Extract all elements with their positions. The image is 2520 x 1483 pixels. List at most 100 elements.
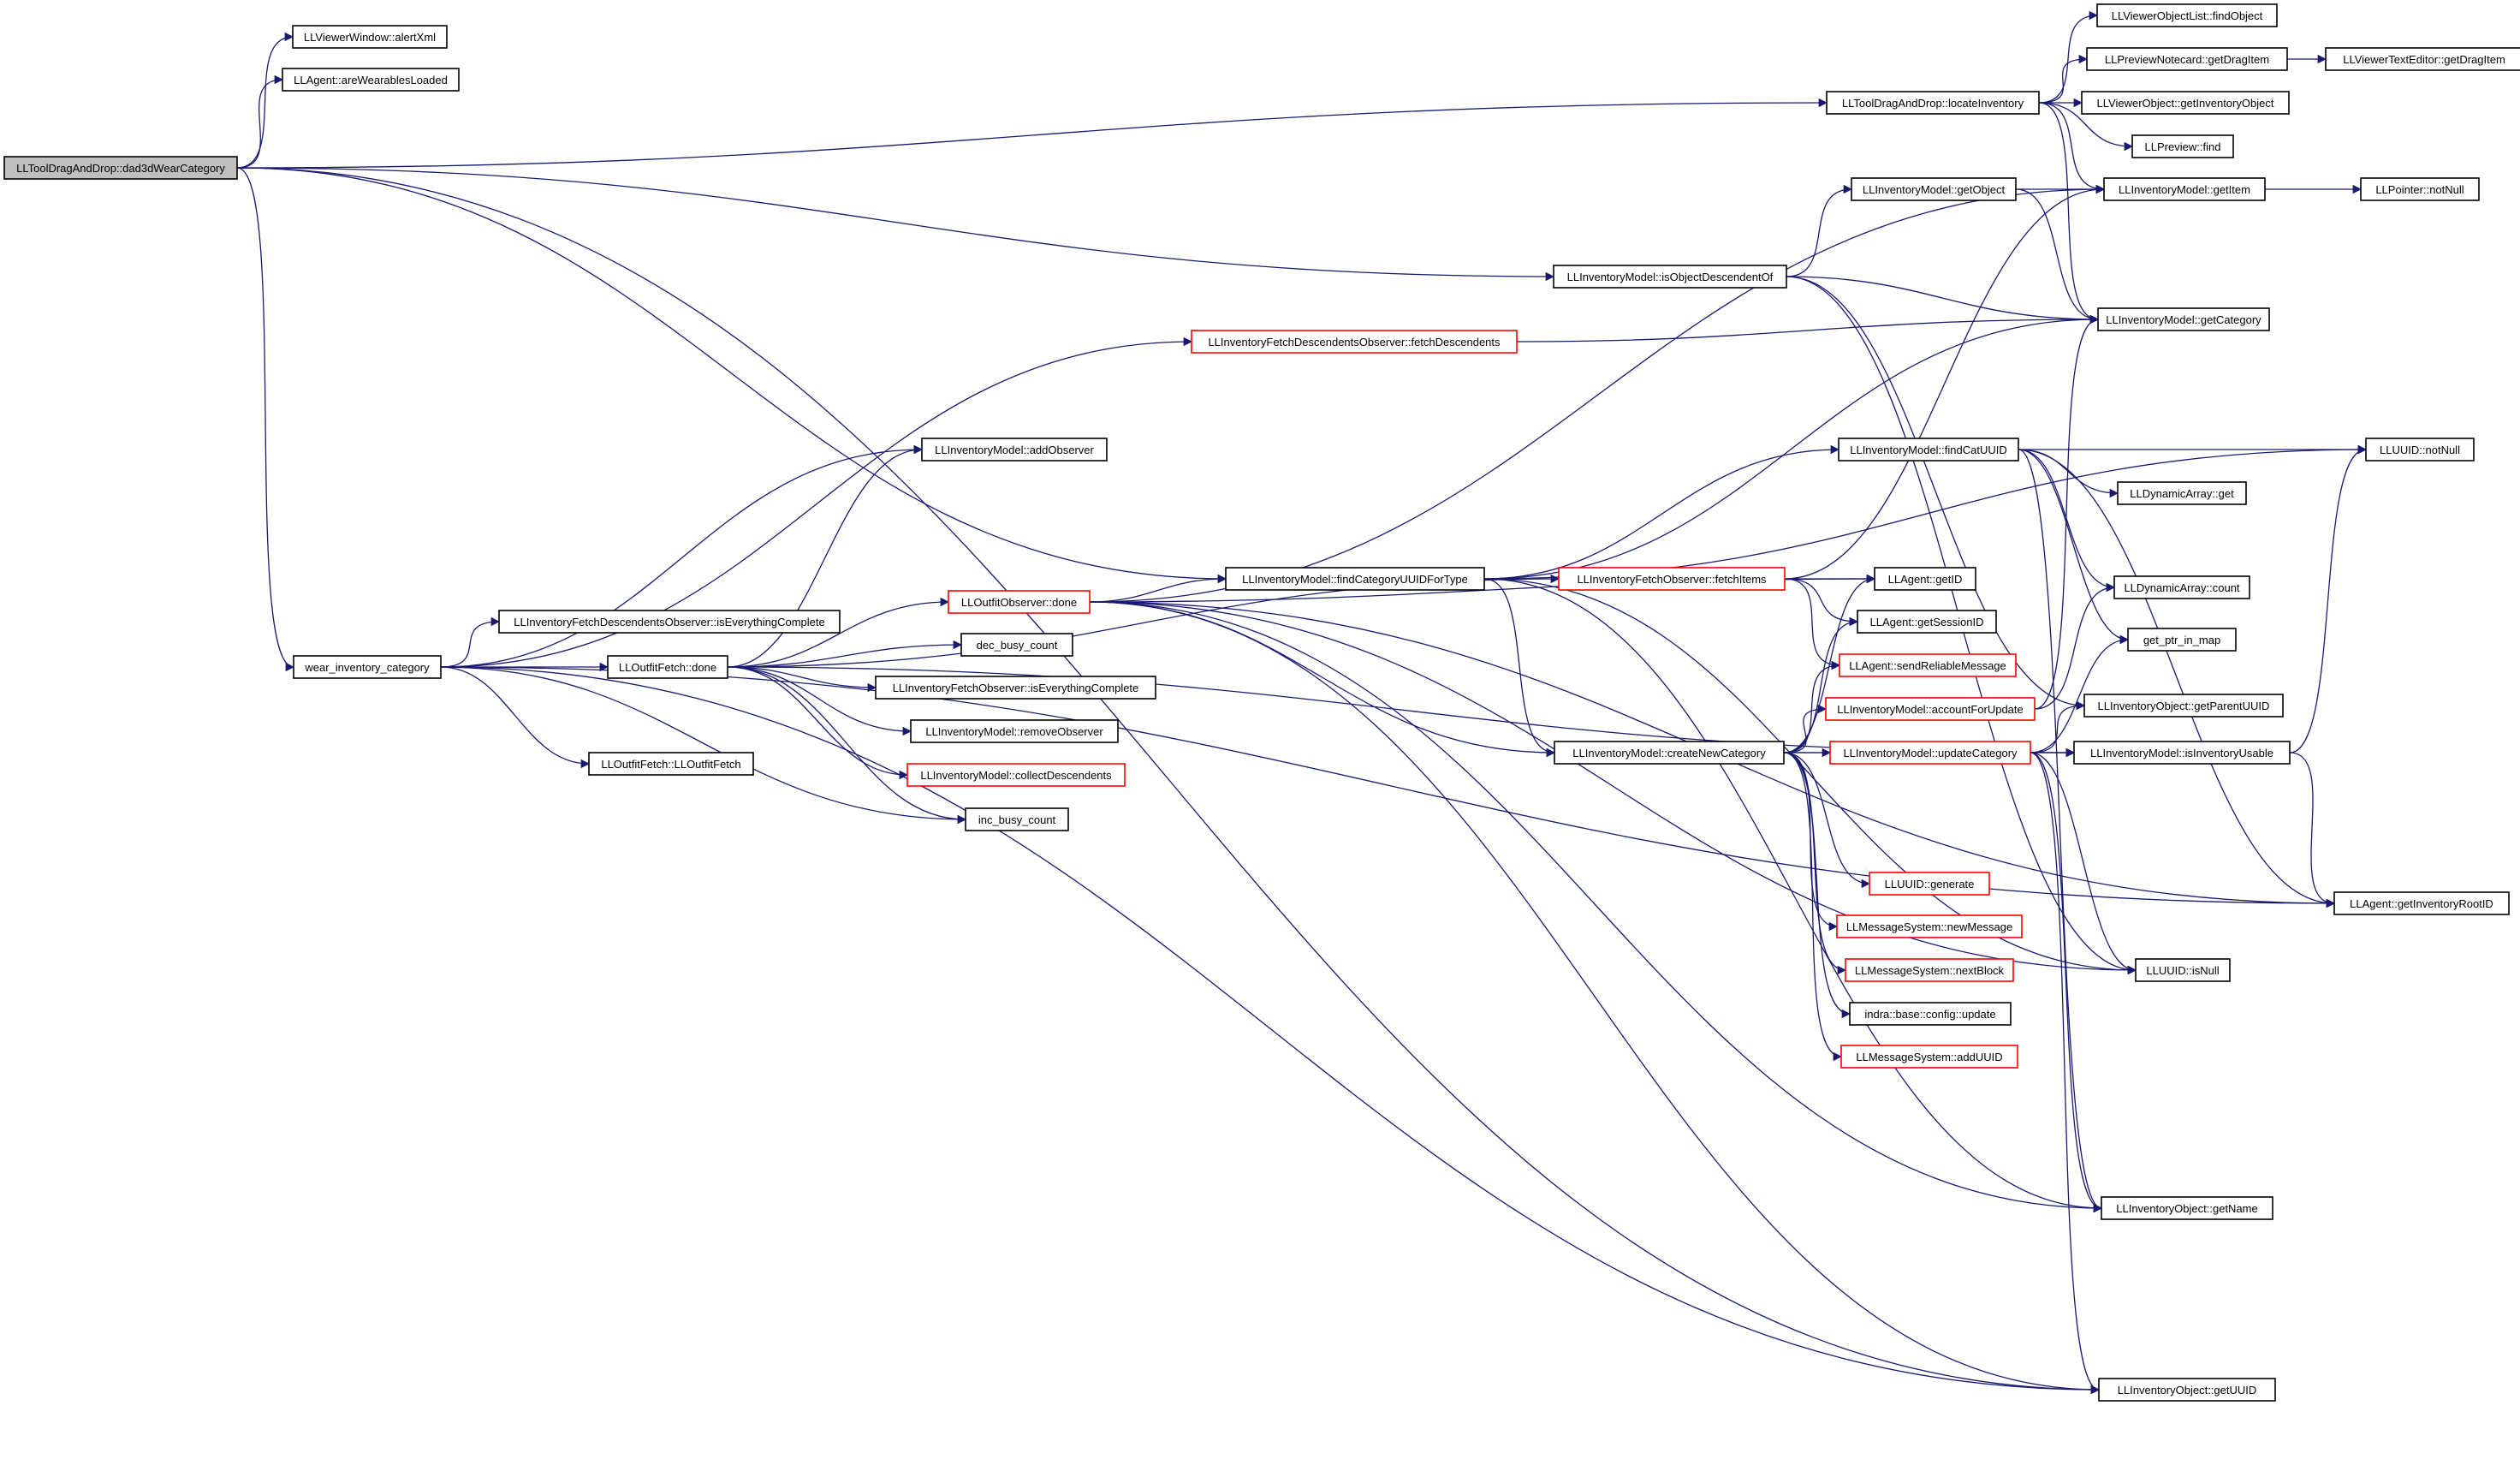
call-edge-wear_inventory_category-to-of_ctor: [440, 666, 591, 769]
call-edge-im_getObject-to-im_getCategory: [2015, 188, 2100, 325]
node-im-addObserver[interactable]: LLInventoryModel::addObserver: [921, 438, 1108, 462]
node-preview-find[interactable]: LLPreview::find: [2131, 134, 2234, 158]
node-im-createNewCategory[interactable]: LLInventoryModel::createNewCategory: [1554, 741, 1785, 765]
node-agent-getInventoryRootID[interactable]: LLAgent::getInventoryRootID: [2333, 891, 2510, 915]
call-edge-of_done-to-im_removeObserver: [727, 666, 912, 736]
node-box: [1836, 914, 2023, 938]
node-wear-inventory-category[interactable]: wear_inventory_category: [293, 655, 442, 679]
node-label: LLInventoryModel::createNewCategory: [1572, 747, 1766, 759]
node-ms-addUUID[interactable]: LLMessageSystem::addUUID: [1840, 1045, 2018, 1069]
call-edge-im_findCatUUID-to-agent_getInventoryRootID: [2018, 449, 2336, 908]
node-label: LLToolDragAndDrop::locateInventory: [1842, 97, 2024, 110]
node-label: indra::base::config::update: [1864, 1008, 1995, 1021]
call-edge-im_createNewCategory-to-ms_addUUID: [1783, 752, 1843, 1062]
call-edge-wear_inventory_category-to-ifdo_fetchDescendents: [440, 337, 1193, 668]
node-label: LLOutfitFetch::done: [619, 661, 716, 674]
node-im-isObjectDescendentOf[interactable]: LLInventoryModel::isObjectDescendentOf: [1553, 265, 1787, 289]
node-label: LLInventoryModel::addObserver: [935, 444, 1094, 456]
node-agent-getID[interactable]: LLAgent::getID: [1874, 567, 1976, 591]
node-box: [1554, 741, 1785, 765]
node-io-getUUID[interactable]: LLInventoryObject::getUUID: [2098, 1378, 2276, 1402]
node-im-accountForUpdate[interactable]: LLInventoryModel::accountForUpdate: [1825, 697, 2036, 721]
node-im-removeObserver[interactable]: LLInventoryModel::removeObserver: [910, 719, 1119, 743]
call-edge-im_createNewCategory-to-uuid_generate: [1783, 752, 1871, 889]
node-label: LLUUID::isNull: [2146, 964, 2219, 977]
node-box: [960, 633, 1073, 657]
node-box: [2103, 177, 2266, 201]
node-ifdo-fetchDescendents[interactable]: LLInventoryFetchDescendentsObserver::fet…: [1191, 330, 1518, 354]
node-ifo-isEverythingComplete[interactable]: LLInventoryFetchObserver::isEverythingCo…: [875, 676, 1156, 700]
node-da-get[interactable]: LLDynamicArray::get: [2117, 481, 2247, 505]
node-im-findCategoryUUIDForType[interactable]: LLInventoryModel::findCategoryUUIDForTyp…: [1225, 567, 1485, 591]
node-im-findCatUUID[interactable]: LLInventoryModel::findCatUUID: [1838, 438, 2019, 462]
node-box: [948, 590, 1091, 614]
node-im-collectDescendents[interactable]: LLInventoryModel::collectDescendents: [906, 763, 1126, 787]
node-agent-getSessionID[interactable]: LLAgent::getSessionID: [1857, 610, 1997, 634]
node-ms-nextBlock[interactable]: LLMessageSystem::nextBlock: [1845, 958, 2014, 982]
node-vol-findObject[interactable]: LLViewerObjectList::findObject: [2096, 3, 2278, 27]
node-inc-busy-count[interactable]: inc_busy_count: [965, 807, 1069, 831]
node-label: LLAgent::getID: [1888, 573, 1963, 586]
call-edge-locateInventory-to-pn_getDragItem: [2038, 54, 2089, 104]
call-edge-ifo_fetchItems-to-im_getItem: [1784, 184, 2106, 580]
node-uuid-isNull[interactable]: LLUUID::isNull: [2135, 958, 2231, 982]
node-vo-getInventoryObject[interactable]: LLViewerObject::getInventoryObject: [2081, 91, 2290, 115]
node-pn-getDragItem[interactable]: LLPreviewNotecard::getDragItem: [2086, 47, 2288, 71]
node-box: [1869, 872, 1990, 896]
node-locateInventory[interactable]: LLToolDragAndDrop::locateInventory: [1826, 91, 2040, 115]
node-box: [1849, 1002, 2012, 1026]
node-io-getName[interactable]: LLInventoryObject::getName: [2101, 1196, 2273, 1220]
node-label: LLViewerObject::getInventoryObject: [2097, 97, 2274, 110]
call-edge-of_done-to-im_addObserver: [727, 444, 924, 668]
node-alertXml[interactable]: LLViewerWindow::alertXml: [292, 25, 448, 49]
node-root[interactable]: LLToolDragAndDrop::dad3dWearCategory: [3, 156, 238, 180]
node-io-getParentUUID[interactable]: LLInventoryObject::getParentUUID: [2083, 694, 2284, 718]
node-label: LLUUID::generate: [1885, 878, 1975, 890]
node-box: [921, 438, 1108, 462]
node-ptr-notNull[interactable]: LLPointer::notNull: [2360, 177, 2480, 201]
node-box: [2096, 3, 2278, 27]
node-ifdo-isEverythingComplete[interactable]: LLInventoryFetchDescendentsObserver::isE…: [498, 610, 841, 634]
node-box: [1825, 697, 2036, 721]
node-box: [1225, 567, 1485, 591]
node-of-done[interactable]: LLOutfitFetch::done: [607, 655, 728, 679]
node-areWearablesLoaded[interactable]: LLAgent::areWearablesLoaded: [282, 68, 460, 92]
call-edge-im_isObjectDescendentOf-to-im_getObject: [1786, 184, 1853, 277]
node-label: LLPreviewNotecard::getDragItem: [2105, 53, 2269, 66]
node-da-count[interactable]: LLDynamicArray::count: [2113, 575, 2250, 599]
node-box: [292, 25, 448, 49]
node-label: LLViewerTextEditor::getDragItem: [2343, 53, 2505, 66]
node-label: LLInventoryModel::isInventoryUsable: [2090, 747, 2273, 759]
node-ifo-fetchItems[interactable]: LLInventoryFetchObserver::fetchItems: [1558, 567, 1786, 591]
node-of-ctor[interactable]: LLOutfitFetch::LLOutfitFetch: [588, 752, 754, 776]
node-im-getCategory[interactable]: LLInventoryModel::getCategory: [2097, 307, 2270, 331]
node-indra-update[interactable]: indra::base::config::update: [1849, 1002, 2012, 1026]
call-edge-root-to-im_isObjectDescendentOf: [236, 167, 1555, 282]
node-label: LLDynamicArray::get: [2130, 487, 2234, 500]
nodes-layer: LLToolDragAndDrop::dad3dWearCategory LLVi…: [3, 3, 2520, 1402]
node-get-ptr-in-map[interactable]: get_ptr_in_map: [2127, 628, 2237, 652]
node-oo-done[interactable]: LLOutfitObserver::done: [948, 590, 1091, 614]
node-label: LLMessageSystem::newMessage: [1846, 920, 2012, 933]
call-edge-im_isInventoryUsable-to-uuid_notNull: [2289, 444, 2368, 753]
node-vte-getDragItem[interactable]: LLViewerTextEditor::getDragItem: [2325, 47, 2520, 71]
node-im-getItem[interactable]: LLInventoryModel::getItem: [2103, 177, 2266, 201]
call-edge-im_updateCategory-to-io_getUUID: [2030, 752, 2101, 1395]
node-agent-sendReliableMessage[interactable]: LLAgent::sendReliableMessage: [1839, 653, 2017, 677]
node-box: [910, 719, 1119, 743]
node-ms-newMessage[interactable]: LLMessageSystem::newMessage: [1836, 914, 2023, 938]
call-edge-locateInventory-to-im_getItem: [2038, 102, 2106, 194]
node-uuid-notNull[interactable]: LLUUID::notNull: [2365, 438, 2475, 462]
node-box: [1838, 438, 2019, 462]
node-uuid-generate[interactable]: LLUUID::generate: [1869, 872, 1990, 896]
node-im-updateCategory[interactable]: LLInventoryModel::updateCategory: [1829, 741, 2031, 765]
node-im-getObject[interactable]: LLInventoryModel::getObject: [1851, 177, 2017, 201]
node-label: LLMessageSystem::addUUID: [1856, 1051, 2002, 1063]
node-box: [2117, 481, 2247, 505]
node-dec-busy-count[interactable]: dec_busy_count: [960, 633, 1073, 657]
node-label: LLInventoryFetchObserver::fetchItems: [1577, 573, 1767, 586]
call-edge-im_updateCategory-to-io_getName: [2030, 752, 2103, 1213]
call-edge-oo_done-to-im_findCategoryUUIDForType: [1089, 574, 1227, 603]
call-edge-oo_done-to-io_getUUID: [1089, 601, 2101, 1395]
node-im-isInventoryUsable[interactable]: LLInventoryModel::isInventoryUsable: [2073, 741, 2291, 765]
